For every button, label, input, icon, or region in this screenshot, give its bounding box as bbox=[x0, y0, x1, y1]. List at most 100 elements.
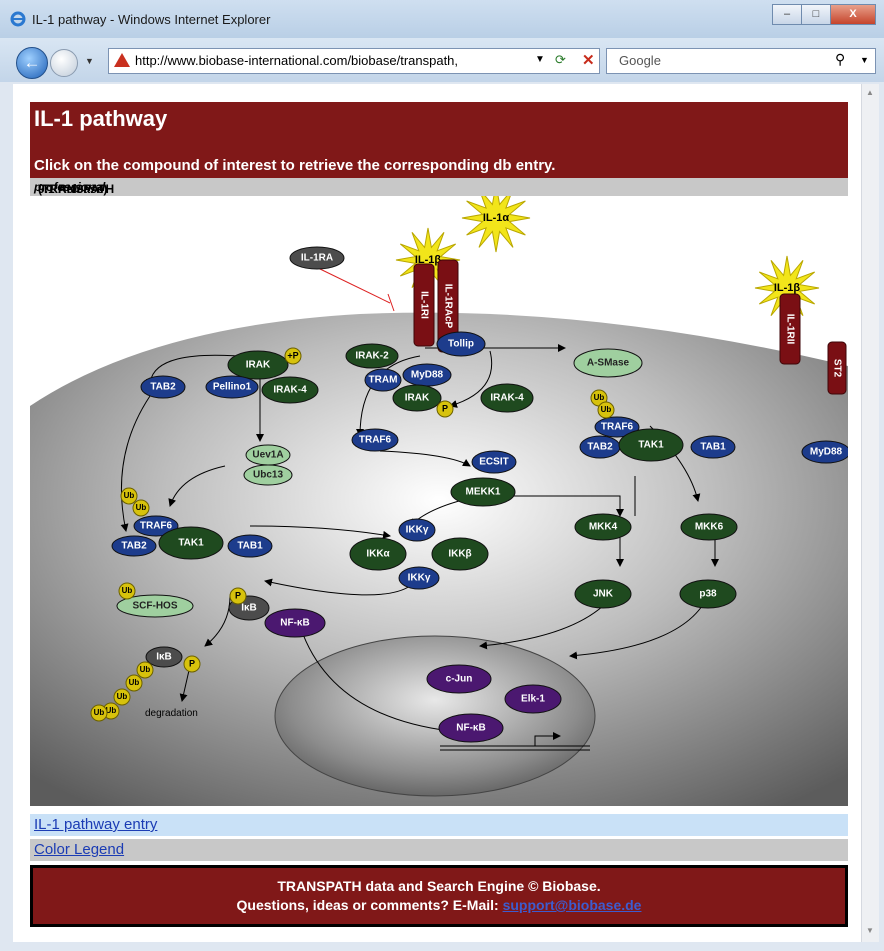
node-ikk-27[interactable]: IKKα bbox=[349, 537, 407, 571]
node-jnk-32[interactable]: JNK bbox=[574, 579, 632, 609]
forward-button[interactable] bbox=[50, 49, 78, 77]
node-traf6-12[interactable]: TRAF6 bbox=[351, 428, 399, 452]
history-dropdown-icon[interactable]: ▼ bbox=[85, 56, 94, 66]
phosphorylation-marker: P bbox=[436, 400, 454, 418]
node-irak-1[interactable]: IRAK bbox=[227, 350, 289, 380]
svg-text:IKKγ: IKKγ bbox=[408, 573, 431, 584]
nucleus bbox=[274, 635, 596, 797]
node-mkk4-30[interactable]: MKK4 bbox=[574, 513, 632, 541]
svg-text:IL-1RA: IL-1RA bbox=[301, 253, 333, 264]
node-myd88-25[interactable]: MyD88 bbox=[801, 440, 848, 464]
release-prefix: (TRANSPATH bbox=[38, 182, 115, 196]
node-mekk1-16[interactable]: MEKK1 bbox=[450, 477, 516, 507]
vertical-scrollbar[interactable]: ▲ ▼ bbox=[861, 84, 879, 942]
close-button[interactable]: X bbox=[830, 4, 876, 25]
search-dropdown-icon[interactable]: ▼ bbox=[860, 55, 869, 65]
node-il-1ra-0[interactable]: IL-1RA bbox=[289, 246, 345, 270]
node-uev1a-13[interactable]: Uev1A bbox=[245, 444, 291, 466]
node-irak-4-7[interactable]: IRAK-4 bbox=[480, 383, 534, 413]
svg-text:NF-κB: NF-κB bbox=[456, 723, 485, 734]
scroll-up-icon[interactable]: ▲ bbox=[866, 88, 874, 97]
svg-text:IRAK: IRAK bbox=[246, 360, 271, 371]
search-input[interactable]: Google bbox=[619, 53, 661, 68]
address-input[interactable]: http://www.biobase-international.com/bio… bbox=[135, 53, 459, 68]
node-ikk-29[interactable]: IKKγ bbox=[398, 566, 440, 590]
maximize-button[interactable]: □ bbox=[801, 4, 831, 25]
node-c-jun-38[interactable]: c-Jun bbox=[426, 664, 492, 694]
stop-icon[interactable]: ✕ bbox=[582, 52, 595, 69]
phosphorylation-marker: +P bbox=[284, 347, 302, 365]
node-ubc13-14[interactable]: Ubc13 bbox=[243, 464, 293, 486]
node-tram-4[interactable]: TRAM bbox=[364, 368, 402, 392]
node-nf-b-36[interactable]: NF-κB bbox=[264, 608, 326, 638]
ligand-il-1-0[interactable]: IL-1α bbox=[461, 196, 531, 253]
node-tak1-19[interactable]: TAK1 bbox=[618, 428, 684, 462]
ubiquitin-marker: Ub bbox=[113, 688, 131, 706]
svg-text:ECSIT: ECSIT bbox=[479, 457, 508, 468]
node-a-smase-8[interactable]: A-SMase bbox=[573, 348, 643, 378]
node-tab2-9[interactable]: TAB2 bbox=[140, 375, 186, 399]
node-pellino1-10[interactable]: Pellino1 bbox=[205, 375, 259, 399]
minimize-button[interactable]: – bbox=[772, 4, 802, 25]
svg-text:IL-1RII: IL-1RII bbox=[784, 314, 795, 345]
node-ikk-26[interactable]: IKKγ bbox=[398, 518, 436, 542]
node-ikk-28[interactable]: IKKβ bbox=[431, 537, 489, 571]
search-icon[interactable]: ⚲ bbox=[835, 51, 846, 67]
svg-text:IRAK-4: IRAK-4 bbox=[490, 393, 524, 404]
node-tab2-22[interactable]: TAB2 bbox=[111, 535, 157, 557]
node-p38-33[interactable]: p38 bbox=[679, 579, 737, 609]
ubiquitin-marker: Ub bbox=[120, 487, 138, 505]
node-irak-2-2[interactable]: IRAK-2 bbox=[345, 343, 399, 369]
node-ecsit-15[interactable]: ECSIT bbox=[471, 450, 517, 474]
svg-text:IL-1α: IL-1α bbox=[483, 212, 510, 224]
receptor-il-1rii[interactable]: IL-1RII bbox=[779, 293, 801, 365]
internet-explorer-icon bbox=[10, 11, 26, 27]
receptor-st2[interactable]: ST2 bbox=[827, 341, 847, 395]
svg-text:IRAK-4: IRAK-4 bbox=[273, 385, 307, 396]
svg-text:TAK1: TAK1 bbox=[638, 440, 664, 451]
footer-contact-text: Questions, ideas or comments? E-Mail: bbox=[236, 897, 503, 913]
support-email-link[interactable]: support@biobase.de bbox=[502, 897, 642, 913]
node-elk-1-39[interactable]: Elk-1 bbox=[504, 684, 562, 714]
pathway-entry-link[interactable]: IL-1 pathway entry bbox=[34, 816, 158, 833]
node-irak-4-11[interactable]: IRAK-4 bbox=[261, 376, 319, 404]
svg-text:p38: p38 bbox=[699, 589, 717, 600]
window-titlebar: IL-1 pathway - Windows Internet Explorer… bbox=[0, 0, 884, 38]
node-tak1-23[interactable]: TAK1 bbox=[158, 526, 224, 560]
svg-text:Ub: Ub bbox=[136, 503, 147, 512]
svg-text:P: P bbox=[442, 403, 448, 413]
address-dropdown-icon[interactable]: ▼ bbox=[535, 54, 545, 65]
page-viewport: IL-1 pathway Click on the compound of in… bbox=[13, 84, 861, 942]
node-myd88-5[interactable]: MyD88 bbox=[402, 363, 452, 387]
node-tollip-3[interactable]: Tollip bbox=[436, 331, 486, 357]
node-i-b-37[interactable]: IκB bbox=[145, 646, 183, 668]
color-legend-link[interactable]: Color Legend bbox=[34, 841, 125, 858]
scroll-down-icon[interactable]: ▼ bbox=[866, 926, 874, 935]
svg-text:MyD88: MyD88 bbox=[411, 370, 444, 381]
node-nf-b-40[interactable]: NF-κB bbox=[438, 713, 504, 743]
svg-text:Ub: Ub bbox=[94, 708, 105, 717]
svg-text:TAB2: TAB2 bbox=[121, 541, 147, 552]
svg-text:Ub: Ub bbox=[140, 665, 151, 674]
node-mkk6-31[interactable]: MKK6 bbox=[680, 513, 738, 541]
node-tab1-24[interactable]: TAB1 bbox=[227, 534, 273, 558]
back-button[interactable]: ← bbox=[16, 47, 48, 79]
search-box[interactable]: Google ⚲ ▼ bbox=[606, 48, 876, 74]
refresh-icon[interactable]: ⟳ bbox=[555, 52, 566, 67]
node-tab1-20[interactable]: TAB1 bbox=[690, 435, 736, 459]
svg-text:IL-1RI: IL-1RI bbox=[418, 291, 429, 319]
address-bar[interactable]: http://www.biobase-international.com/bio… bbox=[108, 48, 600, 74]
node-tab2-18[interactable]: TAB2 bbox=[579, 435, 621, 459]
certificate-warning-icon[interactable] bbox=[114, 53, 130, 67]
node-scf-hos-34[interactable]: SCF-HOS bbox=[116, 594, 194, 618]
pathway-arrows bbox=[120, 267, 719, 751]
receptor-il-1ri[interactable]: IL-1RI bbox=[413, 263, 435, 347]
node-irak-6[interactable]: IRAK bbox=[392, 384, 442, 412]
svg-text:P: P bbox=[235, 590, 241, 600]
node-traf6-21[interactable]: TRAF6 bbox=[133, 515, 179, 537]
svg-text:Ub: Ub bbox=[106, 706, 117, 715]
window-title: IL-1 pathway - Windows Internet Explorer bbox=[32, 12, 271, 27]
node-traf6-17[interactable]: TRAF6 bbox=[594, 416, 640, 438]
